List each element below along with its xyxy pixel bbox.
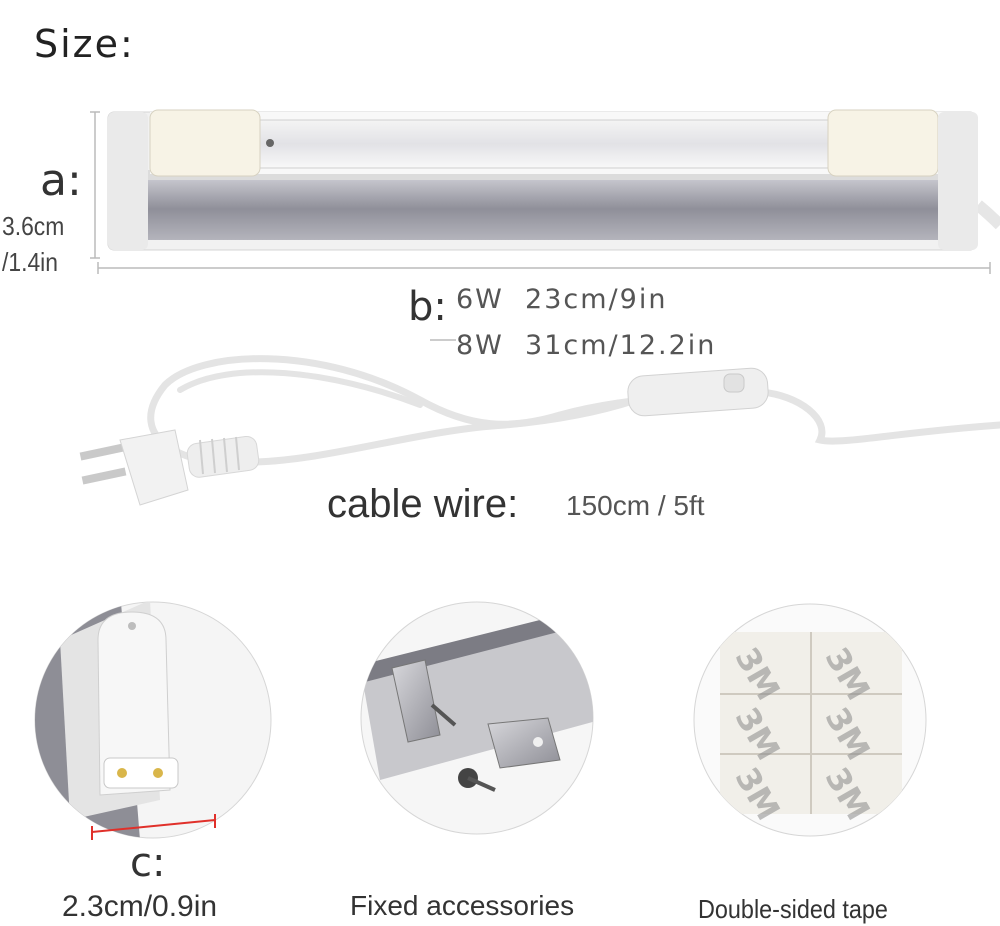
cable-label: cable wire: — [327, 482, 519, 526]
tape-caption: Double-sided tape — [698, 894, 888, 924]
dimension-a-imperial: /1.4in — [2, 247, 58, 277]
accessories-detail-image — [360, 601, 594, 835]
accessories-caption: Fixed accessories — [350, 890, 575, 921]
tape-detail-image: 3M 3M 3M 3M 3M 3M — [693, 603, 927, 837]
connector-value: 2.3cm/0.9in — [62, 890, 218, 923]
dimension-a-value: 3.6cm /1.4in — [2, 208, 64, 280]
cable-wire-image — [147, 355, 1000, 467]
dimension-b-option-8w: 8W 31cm/12.2in — [456, 330, 717, 361]
cable-value: 150cm / 5ft — [566, 490, 705, 521]
dimension-guides — [90, 111, 991, 341]
page-title: Size: — [34, 22, 135, 66]
cable-switch — [627, 367, 769, 417]
connector-detail-image — [34, 601, 272, 840]
dimension-b-option-6w: 6W 23cm/9in — [456, 284, 668, 315]
dimension-a-label: a: — [40, 155, 82, 206]
connector-label: c: — [130, 840, 166, 886]
power-plug — [79, 429, 260, 506]
dimension-a-metric: 3.6cm — [2, 211, 65, 241]
dimension-b-label: b: — [408, 284, 447, 330]
tube-fixture-image — [107, 109, 1000, 251]
